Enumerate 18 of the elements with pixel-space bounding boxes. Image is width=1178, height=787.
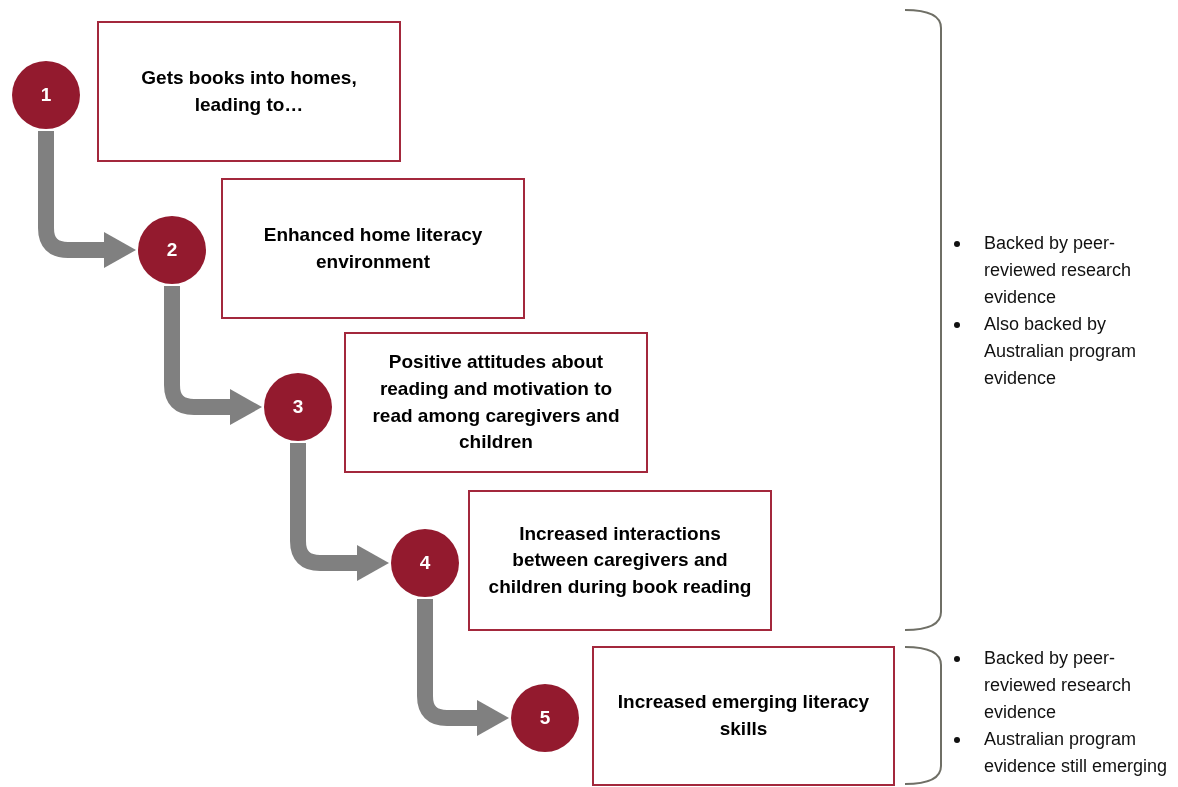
bullet-text: Australian program evidence still emerging [984, 728, 1169, 778]
step-number-circle: 4 [391, 529, 459, 597]
step-number-circle: 5 [511, 684, 579, 752]
bent-arrow [164, 286, 262, 425]
step-number-circle: 2 [138, 216, 206, 284]
bullet-text: Backed by peer-reviewed research evidence [984, 647, 1133, 724]
step-number-circle: 1 [12, 61, 80, 129]
bullet-text: Also backed by Australian program evidence [984, 313, 1138, 390]
step-box: Positive attitudes about reading and motivation to read among caregivers and children [344, 332, 648, 473]
step-number-circle: 3 [264, 373, 332, 441]
bullet-text: Backed by peer-reviewed research evidence [984, 232, 1133, 309]
step-box: Gets books into homes, leading to… [97, 21, 401, 162]
bent-arrow [290, 443, 389, 581]
step-box: Enhanced home literacy environment [221, 178, 525, 319]
bent-arrow [38, 131, 136, 268]
step-box: Increased emerging literacy skills [592, 646, 895, 786]
bent-arrow [417, 599, 509, 736]
step-box: Increased interactions between caregivers and children during book reading [468, 490, 772, 631]
